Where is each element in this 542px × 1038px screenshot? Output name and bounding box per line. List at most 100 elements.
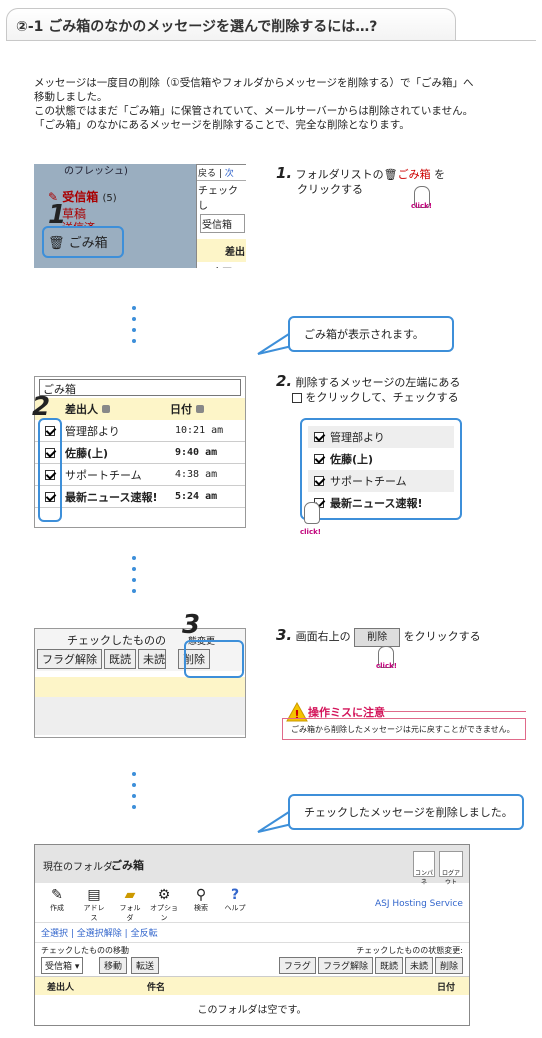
sender-header: 差出 <box>197 239 246 262</box>
folder-item-drafts[interactable]: 草稿 <box>62 207 87 221</box>
row-checkbox[interactable] <box>45 491 55 502</box>
mark-unread-button[interactable]: 未読 <box>138 649 166 669</box>
action-buttons: フラグ解除 既読 未読 削除 <box>35 647 245 671</box>
action-title: チェックしたものの態変更 <box>35 629 245 647</box>
folder-icon: ▰ <box>124 887 136 903</box>
deselect-all-link[interactable]: 全選択解除 <box>76 929 122 939</box>
address-book-button[interactable]: ▤アドレス <box>81 887 107 923</box>
sort-icon[interactable] <box>196 405 204 413</box>
step3-number: 3. <box>276 626 293 644</box>
zoom-row[interactable]: 最新ニュース速報! <box>308 492 454 514</box>
logout-label: ログアウト <box>441 870 460 886</box>
row-checkbox[interactable] <box>314 476 324 486</box>
tool-label: オプション <box>150 904 178 922</box>
next-link[interactable]: 次 <box>224 169 234 179</box>
folder-header: のフレッシュ) <box>64 166 128 177</box>
forward-button[interactable]: 転送 <box>131 957 160 974</box>
callout-deleted: チェックしたメッセージを削除しました。 <box>288 794 524 830</box>
delete-button-sample: 削除 <box>354 628 401 647</box>
page-title: ②-1 ごみ箱のなかのメッセージを選んで削除するには…? <box>16 19 378 35</box>
warning-text: ごみ箱から削除したメッセージは元に戻すことができません。 <box>282 718 526 740</box>
step2-instruction: 2. 削除するメッセージの左端にある をクリックして、チェックする <box>276 374 526 405</box>
action-title-text: チェックしたものの <box>66 634 166 647</box>
row-time: 4:38 am <box>175 469 218 480</box>
select-all-link[interactable]: 全選択 <box>41 929 69 939</box>
col-date[interactable]: 日付 <box>436 983 455 993</box>
final-list-header: 差出人 件名 日付 <box>35 977 469 995</box>
trash-highlight <box>42 226 124 258</box>
compose-button[interactable]: ✎作成 <box>45 887 69 913</box>
move-label: チェックしたものの移動 <box>41 946 129 955</box>
row-checkbox[interactable] <box>45 447 55 458</box>
mark-read-button[interactable]: 既読 <box>374 957 403 974</box>
click-label: click! <box>376 662 397 670</box>
zoom-row-label: サポートチーム <box>330 475 407 488</box>
zoom-row[interactable]: 管理部より <box>308 426 454 448</box>
col-subject[interactable]: 件名 <box>147 983 166 993</box>
unflag-button[interactable]: フラグ解除 <box>37 649 102 669</box>
sort-icon[interactable] <box>102 405 110 413</box>
help-button[interactable]: ?ヘルプ <box>223 887 247 913</box>
flag-button[interactable]: フラグ <box>278 957 316 974</box>
step2-text-b: をクリックして、チェックする <box>305 391 459 404</box>
row-checkbox[interactable] <box>314 432 324 442</box>
trash-label: ごみ箱 <box>68 236 108 251</box>
checkbox-icon <box>292 393 302 403</box>
ellipsis-dots <box>132 772 136 816</box>
control-panel-icon[interactable]: コンパネ <box>413 851 435 886</box>
pointer-icon <box>378 646 394 668</box>
zoom-row[interactable]: 佐藤(上) <box>308 448 454 470</box>
options-button[interactable]: ⚙オプション <box>149 887 179 923</box>
folder-item-sent[interactable]: 送信済 <box>62 219 95 227</box>
intro-text: メッセージは一度目の削除（①受信箱やフォルダからメッセージを削除する）で「ごみ箱… <box>34 76 524 132</box>
folder-item-trash[interactable]: 🗑 ごみ箱 <box>48 232 108 251</box>
title-tab <box>6 8 456 40</box>
folder-select[interactable]: 受信箱 <box>200 214 245 233</box>
inbox-icon: ✎ <box>48 190 59 204</box>
list-body <box>35 697 245 735</box>
trash-can-icon: 🗑 <box>48 236 65 251</box>
folder-item-inbox[interactable]: ✎ 受信箱 (5) <box>48 188 117 205</box>
status-label: チェックしたものの状態変更: <box>356 946 463 955</box>
unflag-button[interactable]: フラグ解除 <box>317 957 373 974</box>
move-folder-value: 受信箱 <box>45 962 73 972</box>
delete-button-highlight <box>184 640 244 678</box>
delete-button[interactable]: 削除 <box>434 957 463 974</box>
row-checkbox[interactable] <box>45 469 55 480</box>
folder-list-panel: のフレッシュ) ✎ 受信箱 (5) 草稿 送信済 🗑 ごみ箱 1 戻る | 次 … <box>34 164 246 268</box>
row-sender: 佐藤(上) <box>65 446 109 460</box>
col-date[interactable]: 日付 <box>170 403 192 416</box>
folders-button[interactable]: ▰フォルダ <box>117 887 143 923</box>
col-sender[interactable]: 差出人 <box>47 983 75 993</box>
current-folder-label: 現在のフォルダ: <box>43 862 117 873</box>
check-label: チェックし <box>198 186 238 212</box>
tool-label: ヘルプ <box>224 904 246 912</box>
search-button[interactable]: ⚲検索 <box>189 887 213 913</box>
logout-icon[interactable]: ログアウト <box>439 851 463 886</box>
step1-trash-word: ごみ箱 <box>397 168 431 181</box>
move-folder-select[interactable]: 受信箱 ▾ <box>41 957 84 974</box>
row-time: 9:40 am <box>175 447 218 458</box>
message-row[interactable]: 最新ニュース速報!5:24 am <box>35 486 245 508</box>
brand-name: ASJ Hosting Service <box>375 899 463 909</box>
row-checkbox[interactable] <box>314 454 324 464</box>
zoom-row-label: 佐藤(上) <box>330 453 374 466</box>
help-icon: ? <box>230 887 240 903</box>
warning-title: 操作ミスに注意 <box>308 706 385 719</box>
message-row[interactable]: 佐藤(上) 9:40 am <box>35 442 245 464</box>
mark-read-button[interactable]: 既読 <box>104 649 136 669</box>
back-link[interactable]: 戻る <box>198 169 217 179</box>
move-button[interactable]: 移動 <box>99 957 128 974</box>
selection-links: 全選択 | 全選択解除 | 全反転 <box>35 923 469 943</box>
delete-button[interactable]: 削除 <box>178 649 210 669</box>
invert-selection-link[interactable]: 全反転 <box>130 929 158 939</box>
col-sender[interactable]: 差出人 <box>65 403 98 416</box>
mark-unread-button[interactable]: 未読 <box>404 957 433 974</box>
zoom-row[interactable]: サポートチーム <box>308 470 454 492</box>
row-checkbox[interactable] <box>45 425 55 436</box>
step3-text-b: をクリックする <box>403 630 481 643</box>
svg-text:!: ! <box>294 708 299 722</box>
